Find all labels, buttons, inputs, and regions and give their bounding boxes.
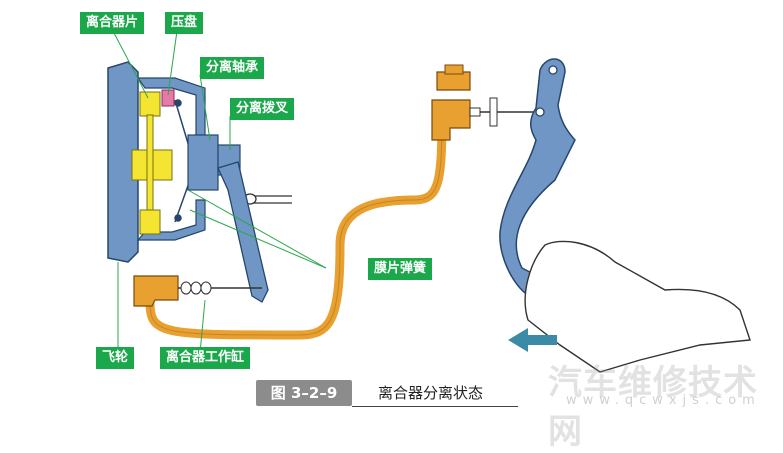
label-pressure-plate: 压盘 [165, 12, 204, 34]
label-release-bearing: 分离轴承 [200, 57, 265, 79]
watermark-url: www.qcwxjs.com [566, 393, 761, 408]
slave-cylinder [133, 275, 262, 307]
leader-lines [112, 30, 327, 354]
flywheel [107, 61, 139, 263]
release-fork [217, 161, 269, 303]
direction-arrow [508, 328, 557, 352]
master-cylinder [431, 64, 536, 141]
label-flywheel: 飞轮 [96, 347, 135, 369]
pressure-plate [161, 89, 175, 107]
release-bearing [187, 134, 241, 191]
label-release-fork: 分离拨叉 [230, 98, 295, 120]
label-diaphragm-spring: 膜片弹簧 [368, 258, 433, 280]
label-clutch-disc: 离合器片 [80, 12, 145, 34]
clutch-diagram [107, 30, 751, 373]
figure-number: 图 3–2–9 [256, 380, 352, 406]
clutch-disc [131, 91, 173, 235]
foot-outline [524, 240, 751, 373]
figure-caption: 离合器分离状态 [378, 384, 484, 402]
label-slave-cylinder: 离合器工作缸 [160, 347, 251, 369]
caption-underline [352, 406, 518, 407]
